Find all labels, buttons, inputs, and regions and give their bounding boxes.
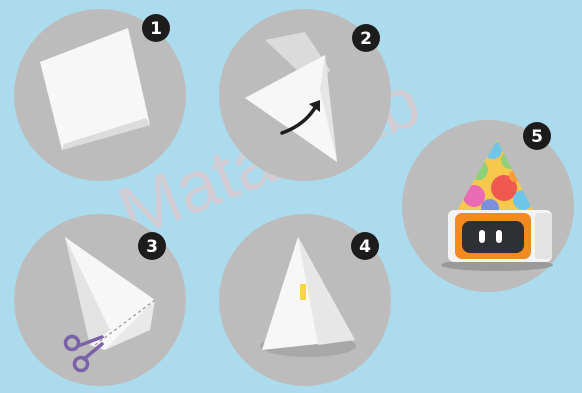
step-3-badge: 3 xyxy=(138,232,166,260)
tape-icon xyxy=(300,284,306,300)
step-5-badge: 5 xyxy=(523,122,551,150)
step-1-badge: 1 xyxy=(142,14,170,42)
step-5-number: 5 xyxy=(531,127,543,147)
step-1: 1 xyxy=(14,9,186,181)
step-4: 4 xyxy=(219,214,391,386)
robot-eye-left xyxy=(479,230,485,243)
step-2: 2 xyxy=(219,9,391,181)
step-2-number: 2 xyxy=(360,29,372,49)
robot-eye-right xyxy=(496,230,502,243)
step-2-badge: 2 xyxy=(352,24,380,52)
step-4-number: 4 xyxy=(359,237,371,257)
step-3: 3 xyxy=(14,214,186,386)
step-5: 5 xyxy=(402,120,574,292)
step-1-number: 1 xyxy=(150,19,162,39)
step-3-number: 3 xyxy=(146,237,158,257)
step-4-badge: 4 xyxy=(351,232,379,260)
